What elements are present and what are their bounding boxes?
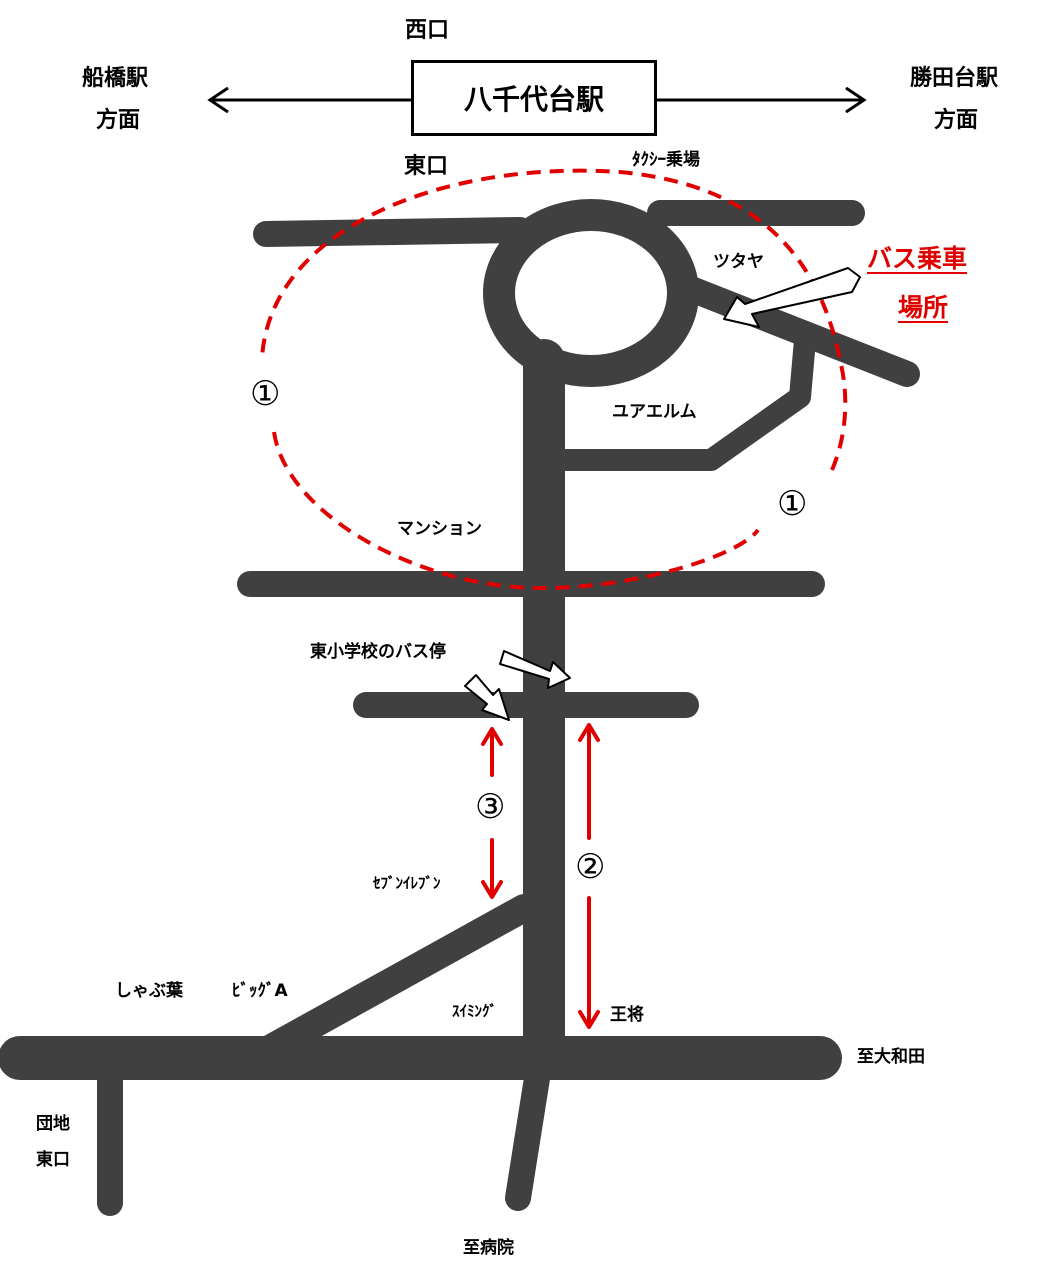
school-bus-stop-label: 東小学校のバス停 (310, 642, 446, 662)
taxi-stand-label: ﾀｸｼｰ乗場 (632, 150, 700, 170)
direction-funabashi-houmen: 方面 (96, 108, 141, 133)
east-exit-label: 東口 (404, 154, 449, 179)
station-direction-arrows (207, 86, 867, 114)
landmark-swimming: ｽｲﾐﾝｸﾞ (452, 1002, 498, 1020)
direction-katsutadai-label: 勝田台駅 (910, 66, 999, 91)
danchi-label: 団地 (36, 1114, 70, 1134)
route-marker-1-right: ① (777, 484, 808, 524)
road-yuaerumu (555, 329, 816, 471)
route-2-arrow-upper-head (578, 723, 600, 742)
landmark-yuaerumu: ユアエルム (612, 402, 697, 422)
route-2-arrow-lower-head (578, 1010, 600, 1029)
landmark-shabuyo: しゃぶ葉 (115, 981, 183, 1001)
route-3-arrow-lower-head (481, 880, 503, 899)
road-station-north (253, 217, 533, 247)
road-tsutaya-diagonal (673, 274, 920, 387)
road-hospital (505, 1059, 551, 1211)
landmark-big-a: ﾋﾞｯｸﾞA (232, 981, 288, 1001)
route-marker-3: ③ (475, 787, 506, 827)
direction-katsutadai-houmen: 方面 (934, 108, 979, 133)
landmark-seven-eleven: ｾﾌﾞﾝｲﾚﾌﾞﾝ (373, 874, 441, 892)
red-distance-arrows (481, 723, 600, 1029)
west-exit-label: 西口 (405, 18, 450, 43)
roundabout (483, 199, 699, 387)
bus-boarding-label: バス乗車 (867, 244, 968, 273)
landmark-mansion: マンション (397, 519, 482, 539)
route-marker-1-left: ① (250, 374, 281, 414)
route-3-arrow-upper-head (481, 727, 503, 746)
pointer-arrow-school-stop-south (464, 674, 510, 721)
arrow-to-funabashi-head (207, 86, 229, 114)
danchi-east-exit-label: 東口 (36, 1150, 70, 1170)
station-name: 八千代台駅 (463, 83, 604, 116)
pointer-arrow-bus-boarding (723, 267, 861, 328)
road-seven-diagonal (250, 894, 538, 1066)
destination-owada: 至大和田 (857, 1047, 925, 1067)
roads (0, 199, 920, 1216)
destination-hospital: 至病院 (463, 1238, 514, 1258)
direction-funabashi-label: 船橋駅 (82, 66, 149, 91)
pointer-arrow-school-stop-east (499, 650, 571, 689)
route-1-dashed-ellipse (260, 168, 848, 591)
bus-boarding-label-2: 場所 (898, 293, 949, 322)
landmark-ohsho: 王将 (610, 1005, 644, 1025)
station-box: 八千代台駅 (411, 60, 657, 136)
arrow-to-katsutadai-head (845, 86, 867, 114)
landmark-tsutaya: ツタヤ (713, 252, 764, 272)
route-marker-2: ② (575, 847, 606, 887)
